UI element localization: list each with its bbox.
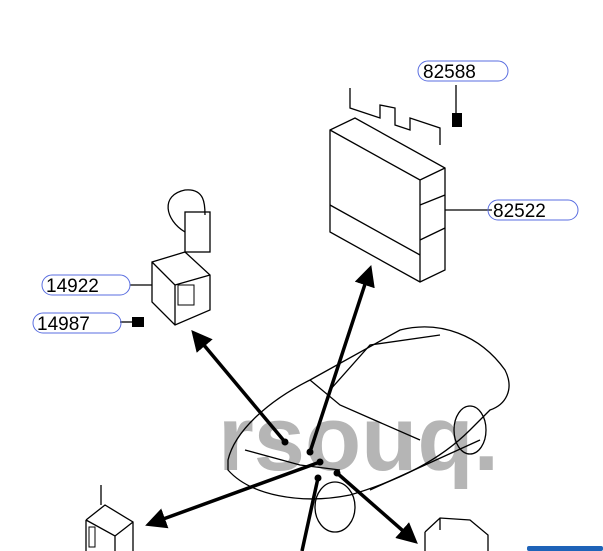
sensor-module-drawing: [151, 189, 211, 326]
ecu-module-drawing: [329, 88, 446, 283]
bottom-right-component-drawing: [424, 517, 489, 551]
accent-bar: [527, 546, 603, 551]
part-number: 14987: [37, 314, 90, 335]
bottom-left-component-drawing: [85, 485, 134, 551]
part-number: 82522: [493, 201, 546, 222]
part-number: 14922: [46, 276, 99, 297]
part-label-82588[interactable]: 82588: [417, 60, 509, 83]
part-number: 82588: [423, 62, 476, 83]
watermark: rsouq.: [218, 388, 499, 490]
car-outline-drawing: [227, 326, 510, 533]
part-label-14987[interactable]: 14987: [32, 312, 122, 335]
screw-14987-drawing: [120, 317, 144, 327]
bolt-82588-drawing: [452, 85, 462, 127]
pointer-arrows: [145, 265, 418, 551]
part-label-14922[interactable]: 14922: [41, 274, 131, 297]
part-label-82522[interactable]: 82522: [487, 199, 579, 222]
